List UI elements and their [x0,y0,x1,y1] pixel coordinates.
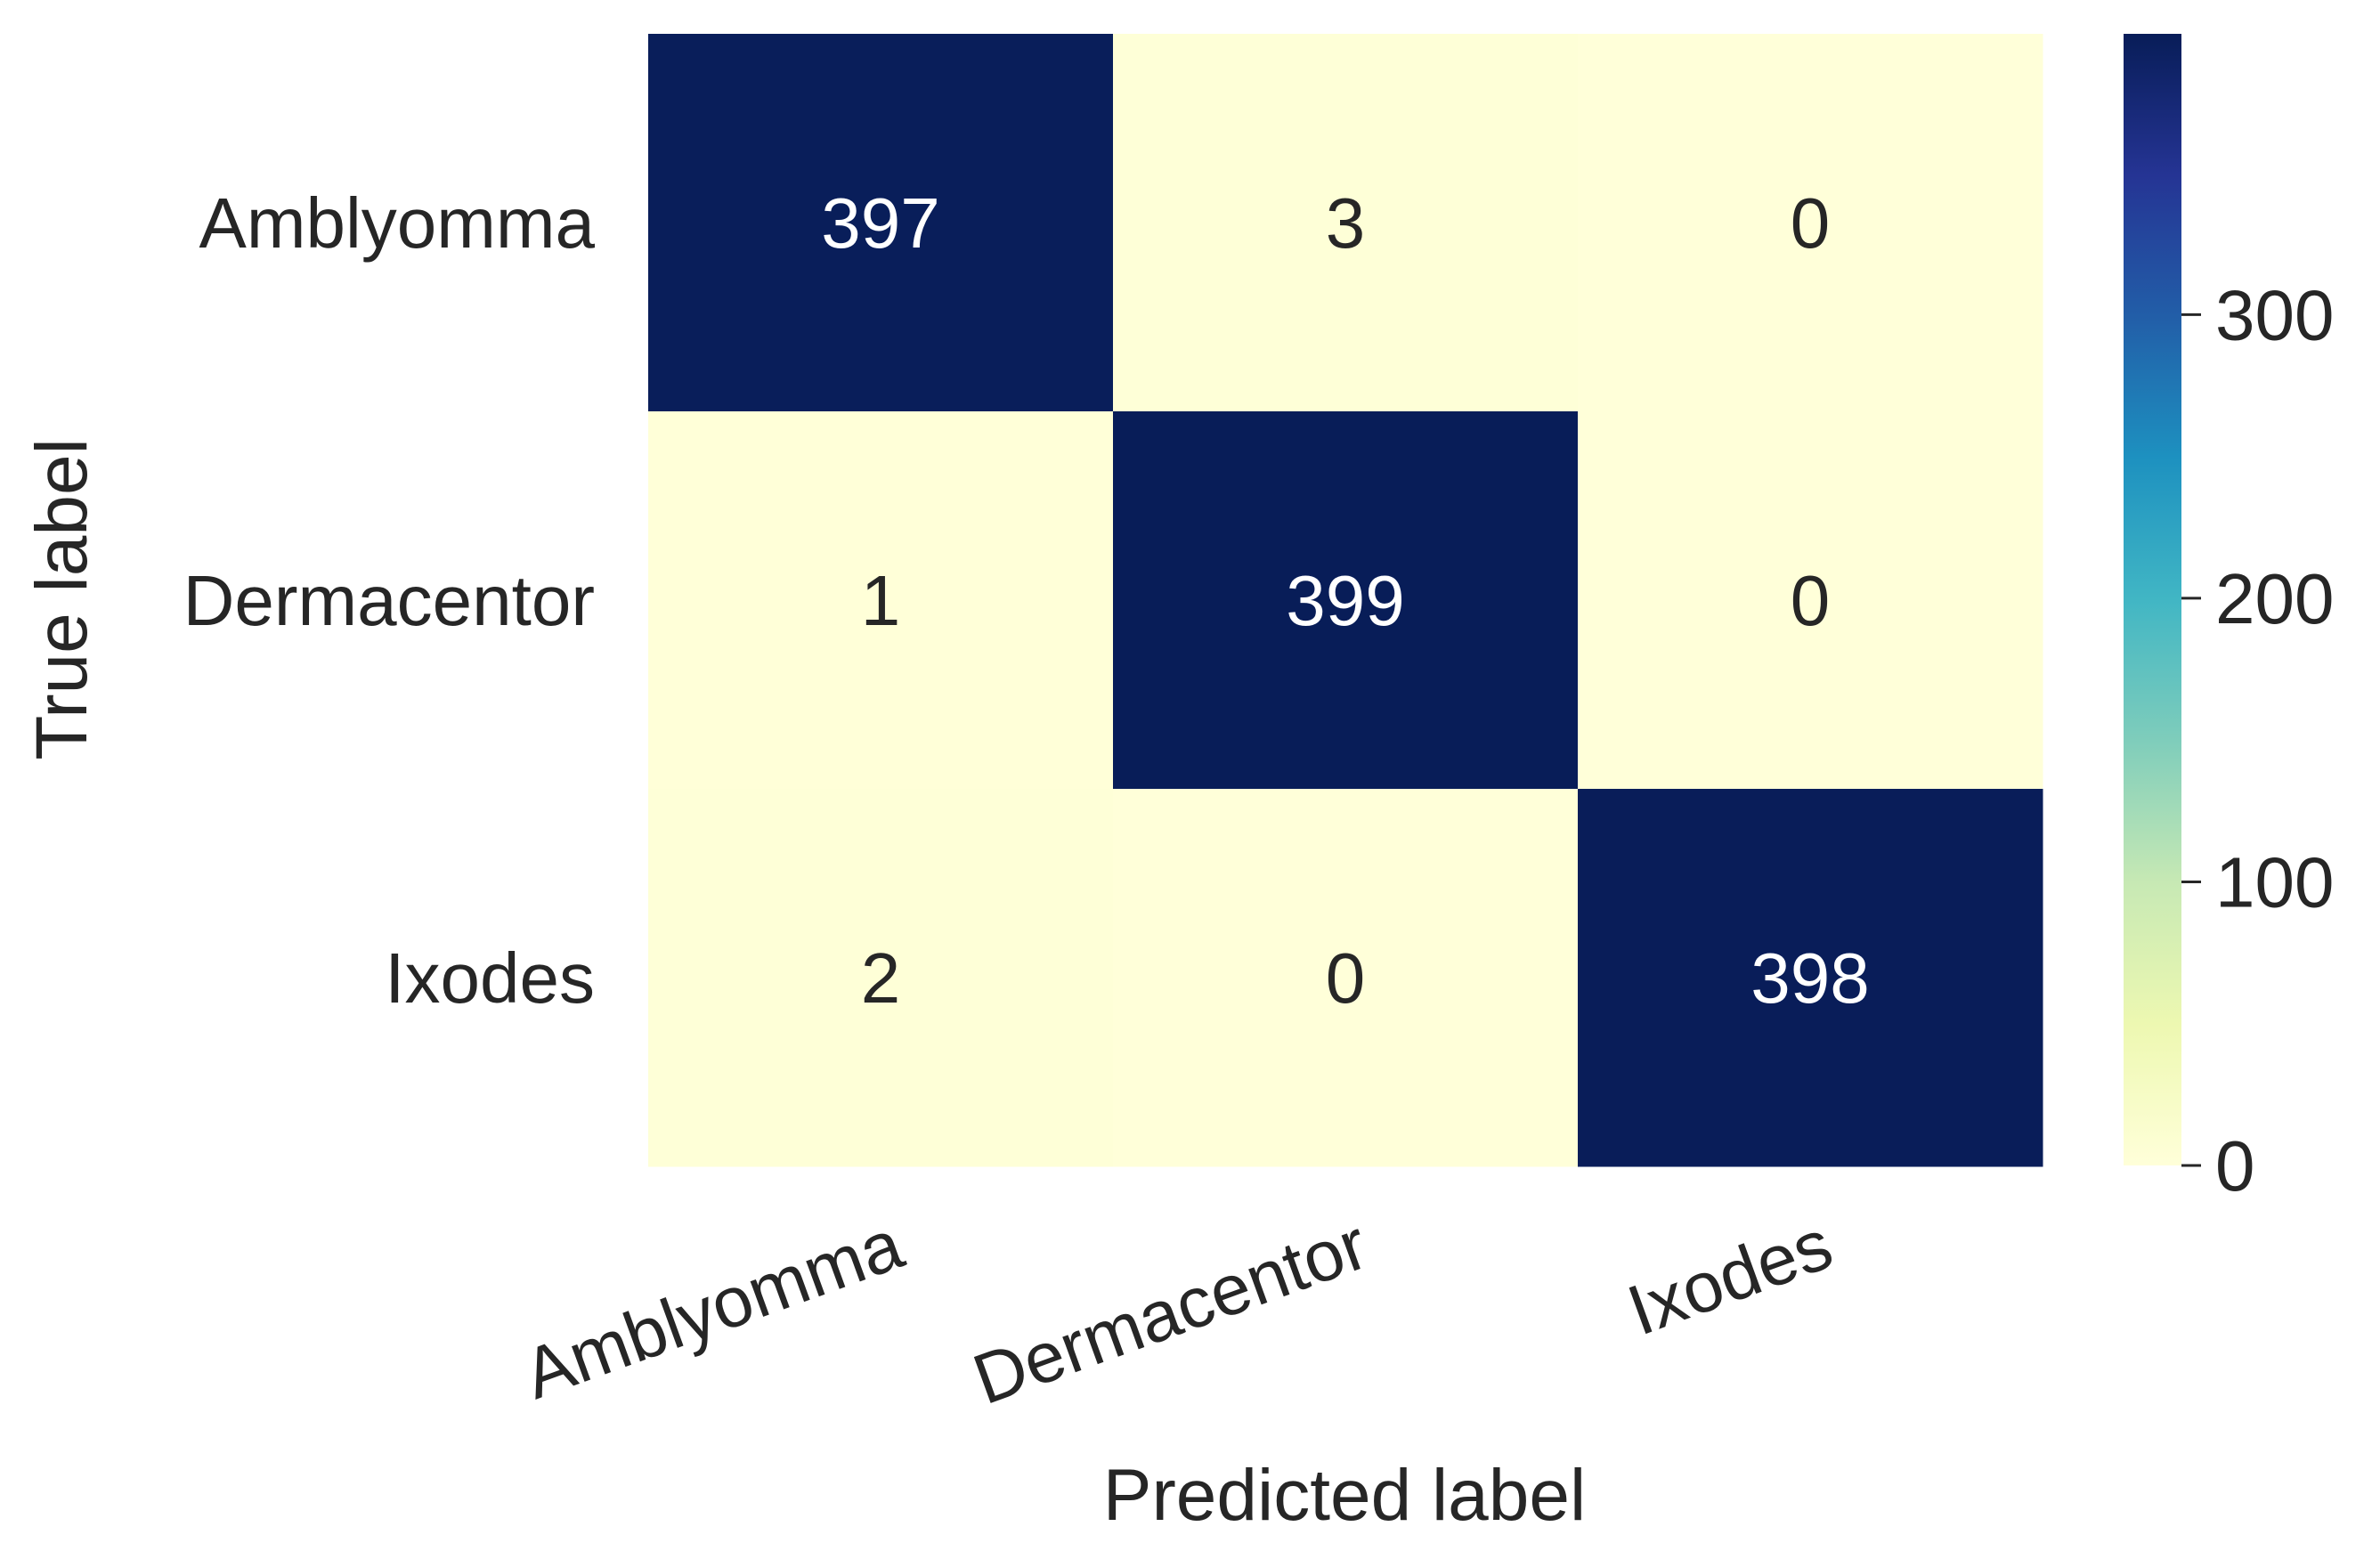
cell-value-label: 398 [1750,938,1869,1018]
colorbar [2124,34,2181,1165]
heatmap-cell [1578,34,2043,412]
heatmap-cells [648,34,2043,1167]
cell-value-label: 1 [861,561,901,640]
heatmap-cell [1578,789,2043,1167]
colorbar-tick-label: 100 [2215,842,2334,922]
heatmap-cell [1113,34,1579,412]
x-tick-label: Dermacentor [963,1204,1377,1419]
colorbar-ticks: 0 100 200 300 [2181,275,2334,1206]
colorbar-tick-label: 300 [2215,275,2334,354]
x-axis-label: Predicted label [1103,1455,1586,1536]
heatmap-cell [1113,789,1579,1167]
y-tick-label: Ixodes [385,938,595,1018]
y-axis-label: True label [21,438,102,760]
heatmap-cell [648,789,1114,1167]
heatmap-cell [1113,411,1579,790]
colorbar-tick-label: 0 [2215,1126,2255,1206]
cell-value-label: 0 [1791,561,1831,640]
cell-value-label: 397 [821,183,939,263]
heatmap-cell [648,411,1114,790]
colorbar-tick-label: 200 [2215,559,2334,638]
x-tick-label: Ixodes [1618,1204,1842,1350]
cell-value-label: 2 [861,938,901,1018]
x-tick-label: Amblyomma [514,1204,914,1414]
y-tick-label: Amblyomma [199,183,595,263]
cell-value-label: 0 [1791,183,1831,263]
cell-value-label: 0 [1326,938,1366,1018]
heatmap-cell [1578,411,2043,790]
cell-value-label: 3 [1326,183,1366,263]
y-tick-label: Dermacentor [183,561,595,640]
heatmap-cell-labels: 397 3 0 1 399 0 2 0 398 [821,183,1869,1018]
cell-value-label: 399 [1286,561,1404,640]
heatmap-cell [648,34,1114,412]
